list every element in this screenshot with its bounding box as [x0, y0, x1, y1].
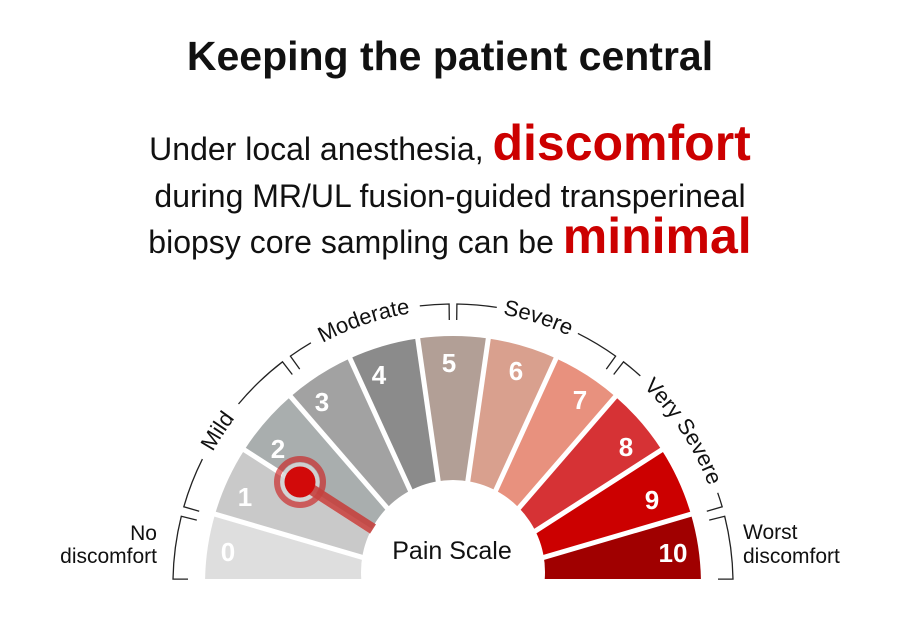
category-label-moderate: Moderate — [314, 294, 412, 348]
segment-number-8: 8 — [619, 432, 633, 462]
pain-scale-gauge — [205, 331, 701, 579]
label-worst-discomfort-line1: Worst — [743, 521, 798, 544]
bracket-no-discomfort — [172, 515, 197, 580]
segment-number-5: 5 — [442, 348, 456, 378]
segment-number-3: 3 — [315, 387, 329, 417]
segment-numbers: 0 1 2 3 4 5 6 7 8 9 10 — [221, 348, 688, 568]
segment-number-10: 10 — [659, 538, 688, 568]
emphasis-discomfort: discomfort — [492, 115, 751, 171]
bracket-very-severe-upper — [613, 360, 641, 377]
bracket-very-severe-lower — [706, 492, 724, 512]
segment-number-7: 7 — [573, 385, 587, 415]
category-label-mild: Mild — [196, 406, 239, 454]
segment-number-6: 6 — [509, 356, 523, 386]
subtitle-line-2: during MR/UL fusion-guided transperineal — [154, 178, 745, 214]
label-no-discomfort-line2: discomfort — [60, 545, 157, 568]
bracket-moderate-right — [419, 303, 450, 321]
category-label-severe-path: Severe — [502, 295, 577, 340]
category-label-moderate-path: Moderate — [314, 294, 412, 348]
segment-number-9: 9 — [645, 485, 659, 515]
category-brackets — [172, 303, 734, 580]
label-worst-discomfort-line2: discomfort — [743, 545, 840, 568]
segment-number-0: 0 — [221, 537, 235, 567]
segment-number-2: 2 — [271, 434, 285, 464]
segment-number-1: 1 — [238, 482, 252, 512]
subtitle-line-3-text: biopsy core sampling can be — [148, 224, 562, 260]
pain-segment-5 — [417, 335, 489, 579]
bracket-moderate-left — [289, 342, 312, 370]
gauge-center-disc — [361, 480, 545, 579]
bracket-mild-upper — [238, 360, 293, 405]
segment-number-4: 4 — [372, 360, 387, 390]
category-label-severe: Severe — [502, 295, 577, 340]
subtitle-line-3: biopsy core sampling can be minimal — [148, 208, 751, 264]
emphasis-minimal: minimal — [563, 208, 752, 264]
needle-hub-dot — [284, 466, 316, 498]
category-label-mild-path: Mild — [196, 406, 239, 454]
gauge-center-label: Pain Scale — [392, 537, 512, 565]
needle-ring — [274, 456, 326, 508]
subtitle-line-1-text: Under local anesthesia, — [149, 131, 492, 167]
bracket-worst-discomfort — [709, 515, 734, 580]
subtitle-line-1: Under local anesthesia, discomfort — [149, 115, 751, 171]
bracket-severe-right — [577, 332, 617, 370]
gauge-needle — [274, 456, 376, 534]
label-no-discomfort-line1: No — [130, 522, 157, 545]
bracket-severe-left — [456, 303, 497, 321]
bracket-mild-lower — [182, 458, 203, 512]
page-title: Keeping the patient central — [187, 33, 713, 79]
